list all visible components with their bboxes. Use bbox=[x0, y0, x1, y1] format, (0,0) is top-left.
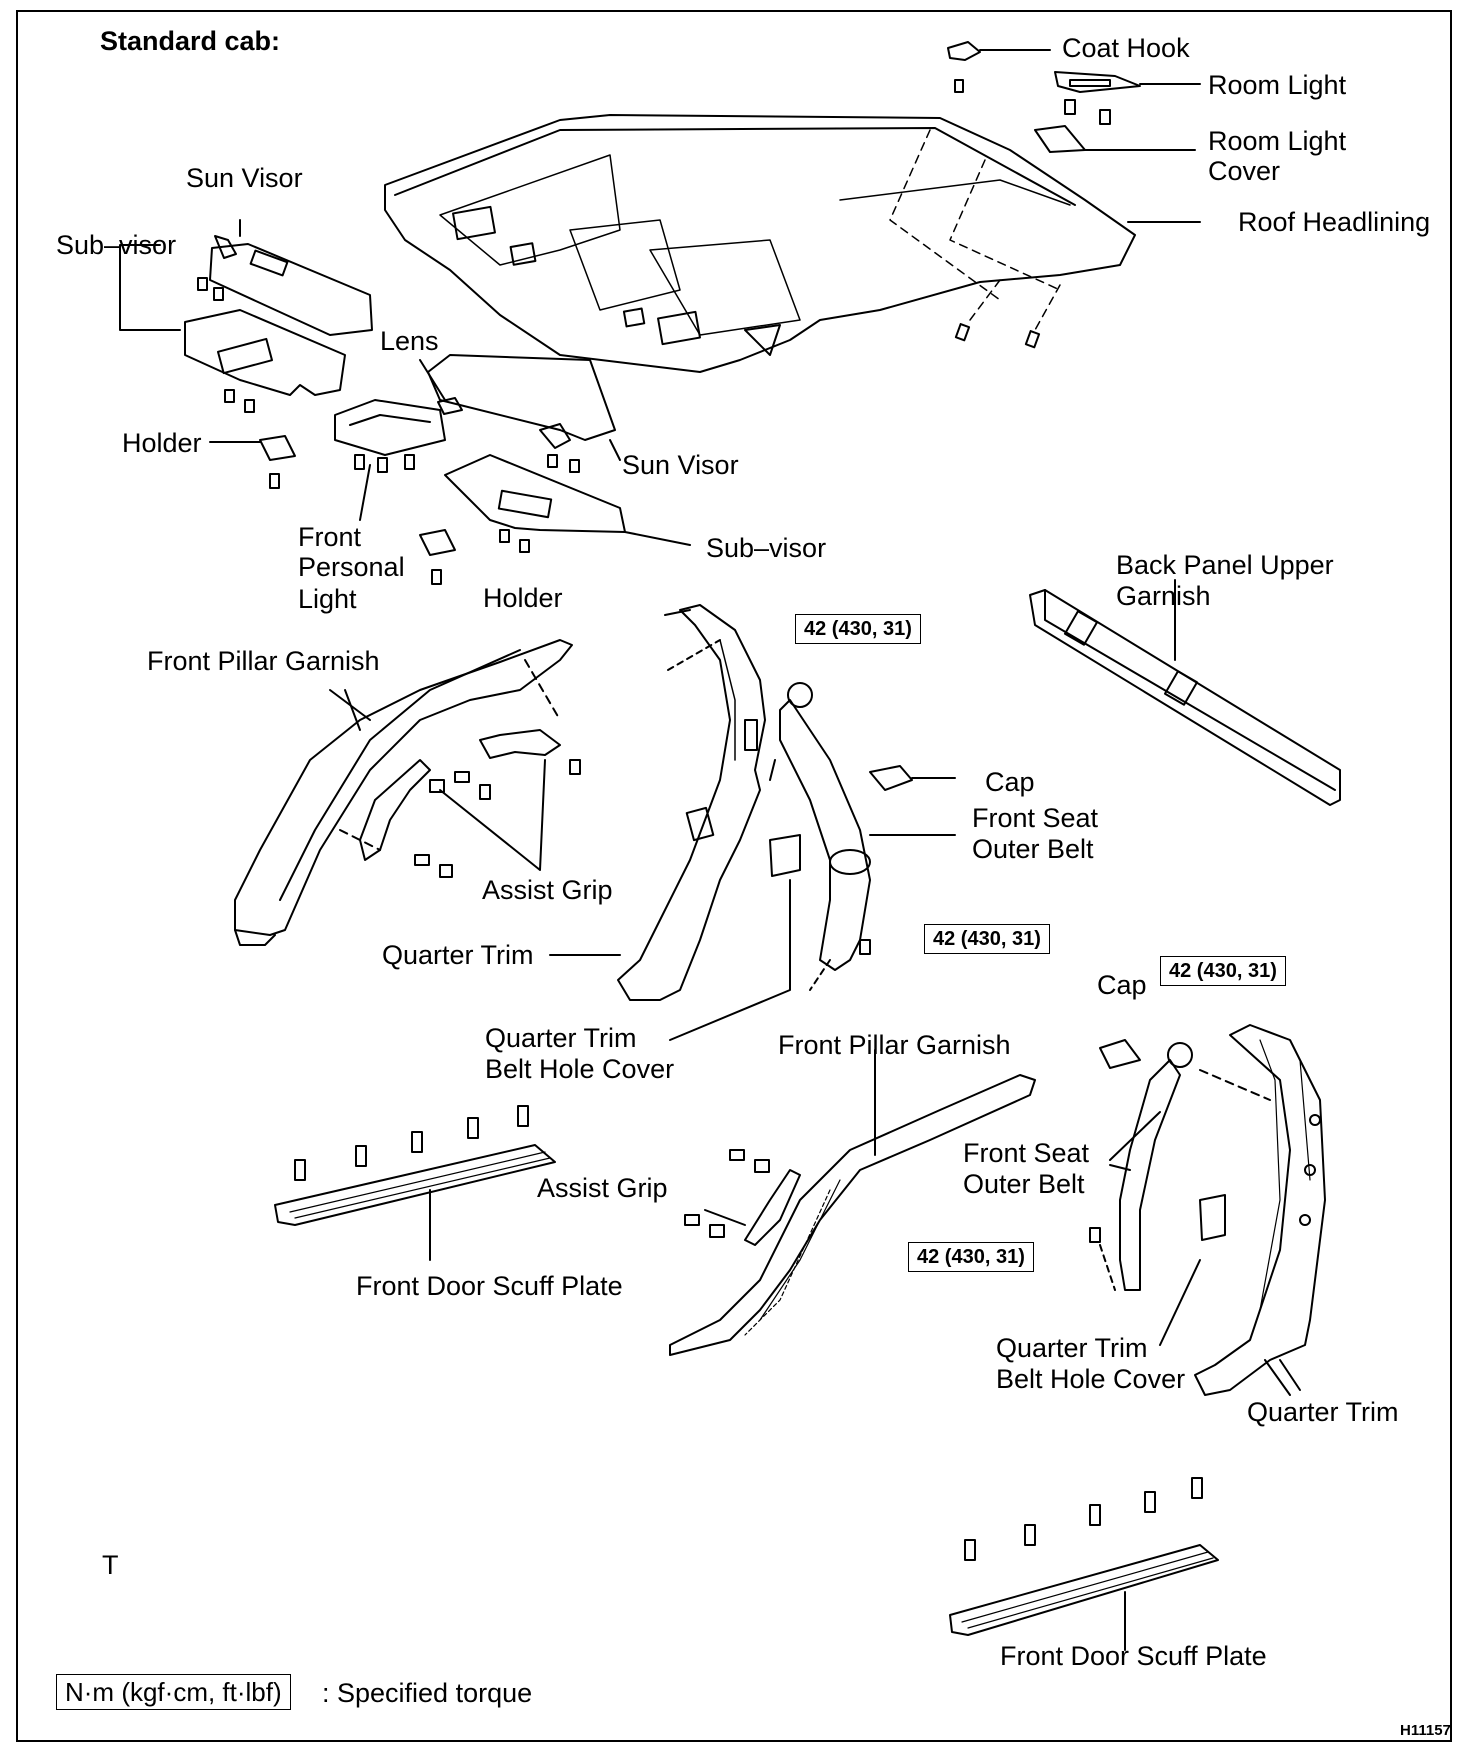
quarter-trim-belt-hole-cover-top-part bbox=[669, 834, 801, 1041]
label-front-door-scuff-plate-left: Front Door Scuff Plate bbox=[356, 1271, 623, 1301]
sun-visor-right-part bbox=[427, 354, 621, 473]
label-front-personal-light-line2: Personal bbox=[298, 552, 405, 582]
front-pillar-garnish-top-part bbox=[234, 639, 573, 946]
sub-visor-right-part bbox=[444, 454, 691, 553]
quarter-trim-belt-hole-cover-bottom-part bbox=[1159, 1194, 1226, 1346]
coat-hook-part bbox=[947, 41, 1051, 93]
sub-visor-left-part bbox=[184, 309, 346, 413]
front-pillar-garnish-bottom-part bbox=[669, 1049, 1036, 1356]
room-light-cover-part bbox=[1034, 125, 1196, 153]
label-coat-hook: Coat Hook bbox=[1062, 33, 1190, 63]
torque-box-2: 42 (430, 31) bbox=[924, 924, 1050, 954]
cap-bottom-part bbox=[1099, 1039, 1141, 1069]
figure-code: H11157 bbox=[1400, 1722, 1451, 1739]
label-quarter-trim-top: Quarter Trim bbox=[382, 940, 534, 970]
quarter-trim-bottom-part bbox=[1194, 1024, 1326, 1396]
torque-legend-text: : Specified torque bbox=[322, 1678, 533, 1708]
label-lens: Lens bbox=[380, 326, 439, 356]
room-light-part bbox=[1054, 71, 1201, 125]
label-quarter-trim-belt-hole-cover-top-line1: Quarter Trim bbox=[485, 1023, 637, 1053]
label-front-seat-outer-belt-bottom-line2: Outer Belt bbox=[963, 1169, 1085, 1199]
sub-visor-left-leader bbox=[119, 244, 181, 331]
label-room-light: Room Light bbox=[1208, 70, 1347, 100]
label-t-mark: T bbox=[102, 1550, 119, 1580]
label-front-pillar-garnish-top: Front Pillar Garnish bbox=[147, 646, 380, 676]
holder-left-part bbox=[209, 435, 296, 489]
cap-top-part bbox=[869, 765, 956, 791]
lens-part bbox=[419, 359, 463, 415]
label-front-door-scuff-plate-right: Front Door Scuff Plate bbox=[1000, 1641, 1267, 1671]
label-roof-headlining: Roof Headlining bbox=[1238, 207, 1431, 237]
label-sun-visor-right: Sun Visor bbox=[622, 450, 739, 480]
label-front-personal-light-line1: Front bbox=[298, 522, 362, 552]
front-door-scuff-plate-right-part bbox=[949, 1477, 1219, 1651]
back-panel-upper-garnish-part bbox=[1029, 579, 1341, 806]
torque-box-1: 42 (430, 31) bbox=[795, 614, 921, 644]
label-front-seat-outer-belt-top-line2: Outer Belt bbox=[972, 834, 1094, 864]
front-seat-outer-belt-top-part bbox=[769, 682, 956, 991]
label-quarter-trim-belt-hole-cover-bottom-line2: Belt Hole Cover bbox=[996, 1364, 1186, 1394]
label-front-seat-outer-belt-bottom-line1: Front Seat bbox=[963, 1138, 1090, 1168]
label-sub-visor-right: Sub–visor bbox=[706, 533, 827, 563]
front-door-scuff-plate-left-part bbox=[274, 1105, 556, 1261]
assist-grip-bottom-part bbox=[684, 1149, 801, 1246]
label-cap-bottom: Cap bbox=[1097, 970, 1147, 1000]
holder-right-part bbox=[419, 529, 456, 585]
label-front-seat-outer-belt-top-line1: Front Seat bbox=[972, 803, 1099, 833]
label-holder-left: Holder bbox=[122, 428, 202, 458]
label-room-light-cover-line1: Room Light bbox=[1208, 126, 1347, 156]
label-back-panel-upper-garnish-line1: Back Panel Upper bbox=[1116, 550, 1334, 580]
label-back-panel-upper-garnish-line2: Garnish bbox=[1116, 581, 1211, 611]
front-personal-light-part bbox=[334, 399, 446, 521]
torque-box-3: 42 (430, 31) bbox=[1160, 956, 1286, 986]
label-holder-right: Holder bbox=[483, 583, 563, 613]
front-pillar-garnish-top-leader bbox=[344, 689, 361, 731]
label-quarter-trim-bottom: Quarter Trim bbox=[1247, 1397, 1399, 1427]
label-assist-grip-top: Assist Grip bbox=[482, 875, 613, 905]
pillar-to-grip-dash bbox=[524, 659, 561, 721]
sun-visor-left-part bbox=[197, 219, 373, 336]
label-front-personal-light-line3: Light bbox=[298, 584, 357, 614]
label-room-light-cover-line2: Cover bbox=[1208, 156, 1281, 186]
torque-unit-legend-box: N·m (kgf·cm, ft·lbf) bbox=[56, 1674, 291, 1710]
label-sun-visor-left: Sun Visor bbox=[186, 163, 303, 193]
label-front-pillar-garnish-bottom: Front Pillar Garnish bbox=[778, 1030, 1011, 1060]
label-quarter-trim-belt-hole-cover-bottom-line1: Quarter Trim bbox=[996, 1333, 1148, 1363]
label-assist-grip-bottom: Assist Grip bbox=[537, 1173, 668, 1203]
assist-grip-top-part bbox=[339, 729, 581, 878]
torque-box-4: 42 (430, 31) bbox=[908, 1242, 1034, 1272]
quarter-trim-top-part bbox=[549, 604, 766, 1001]
label-quarter-trim-belt-hole-cover-top-line2: Belt Hole Cover bbox=[485, 1054, 675, 1084]
quarter-trim-bottom-leader bbox=[1264, 1359, 1291, 1396]
diagram-frame bbox=[16, 10, 1452, 1742]
label-sub-visor-left: Sub–visor bbox=[56, 230, 177, 260]
front-seat-outer-belt-bottom-leader bbox=[1109, 1164, 1131, 1171]
roof-headlining-part bbox=[384, 114, 1136, 373]
page-title: Standard cab: bbox=[100, 26, 281, 56]
label-cap-top: Cap bbox=[985, 767, 1035, 797]
front-seat-outer-belt-bottom-part bbox=[1089, 1042, 1271, 1291]
